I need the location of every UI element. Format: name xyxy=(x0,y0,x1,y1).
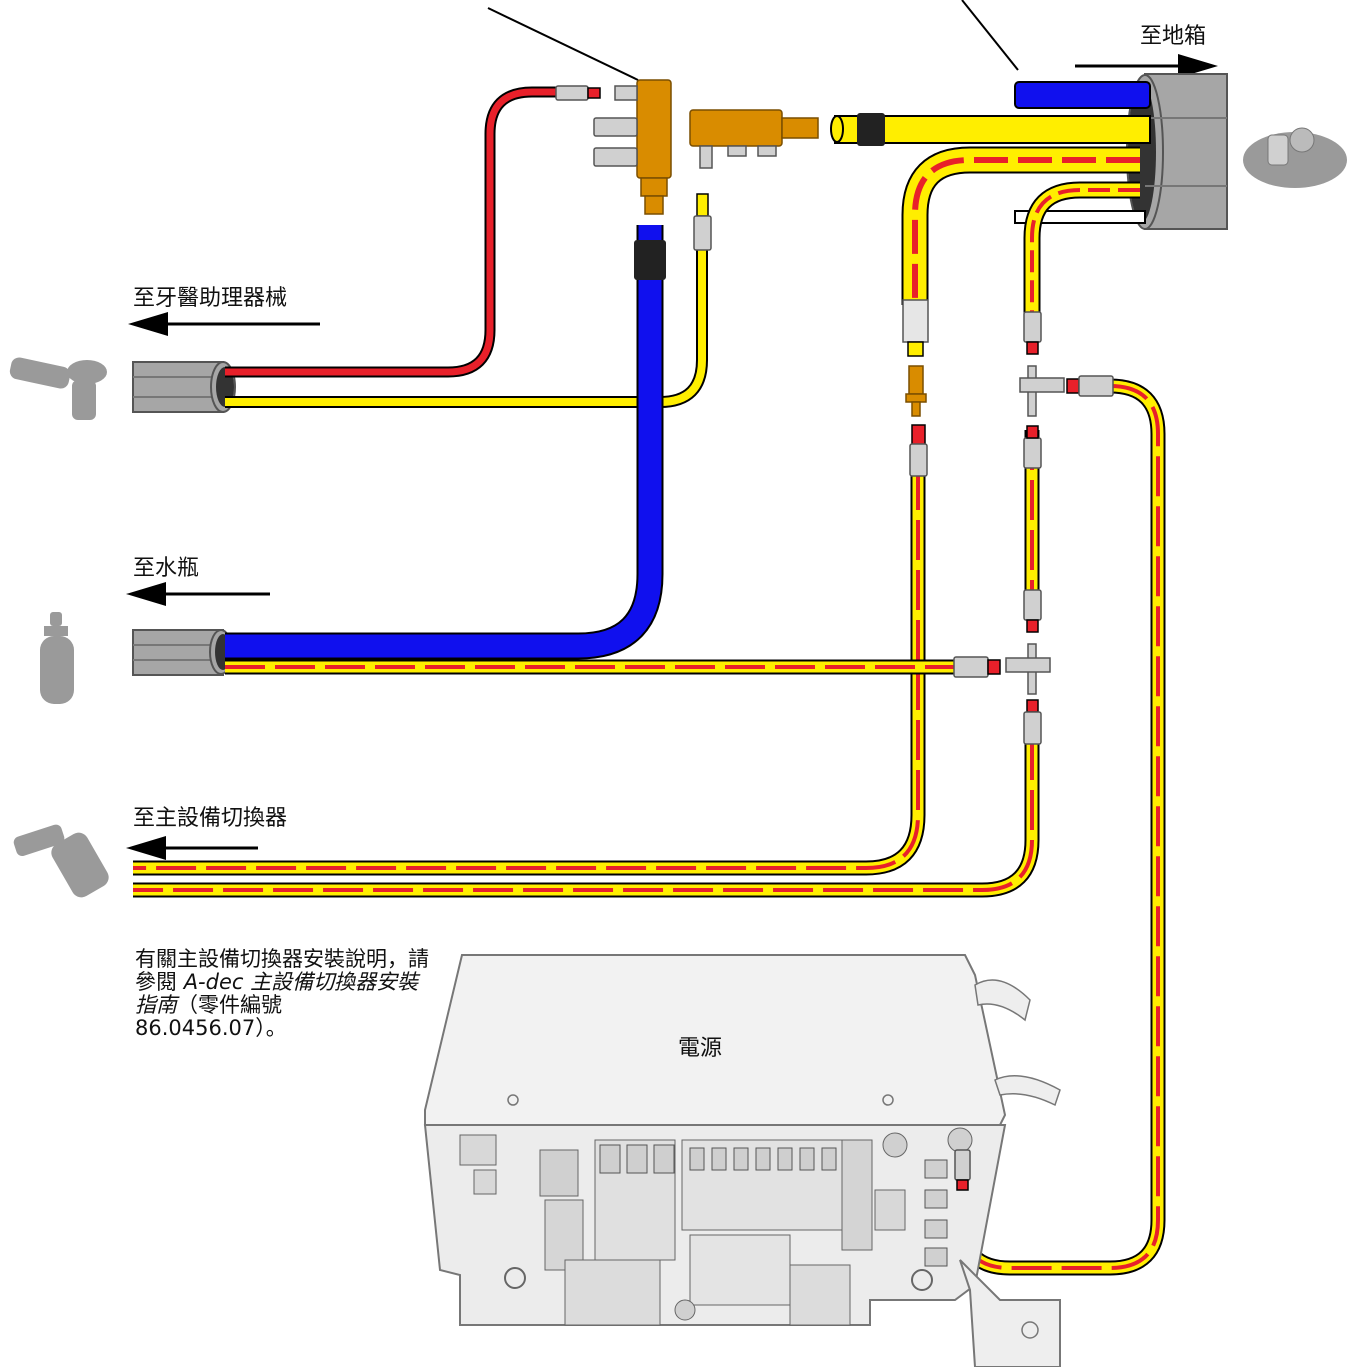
label-to-water-bottle: 至水瓶 xyxy=(133,556,200,581)
arrow-left-icon xyxy=(126,836,258,860)
tube-fitting xyxy=(1023,699,1042,745)
tube-fitting xyxy=(909,424,928,477)
master-toggle-icon xyxy=(13,824,109,898)
note-guide-title: A-dec 主設備切換器安裝指南 xyxy=(135,970,419,1017)
label-to-master-toggle: 至主設備切換器 xyxy=(133,806,288,831)
power-supply xyxy=(423,954,1061,1367)
yellow-tube-assistant xyxy=(225,250,708,408)
tee-fitting xyxy=(1005,643,1051,695)
arrow-right-icon xyxy=(1075,54,1218,78)
yellow-tube-floorbox xyxy=(834,115,1151,144)
tube-fitting xyxy=(1023,589,1042,633)
tube-fitting xyxy=(953,656,1001,678)
leader-line-manifold xyxy=(487,7,639,81)
arrow-left-icon xyxy=(128,312,320,336)
white-tube-floorbox xyxy=(1014,210,1146,224)
assistant-umbilical xyxy=(132,361,236,413)
tube-fitting xyxy=(1023,425,1042,469)
assistant-instrument-icon xyxy=(9,357,107,420)
red-tube xyxy=(225,86,560,378)
tube-nut xyxy=(634,240,666,280)
leader-line-blue-tube xyxy=(961,0,1019,71)
dashed-tube-inner xyxy=(1023,181,1140,315)
coupler-fitting xyxy=(902,299,929,343)
master-toggle-note: 有關主設備切換器安裝說明，請參閱 A-dec 主設備切換器安裝指南（零件編號 8… xyxy=(135,948,435,1040)
tube-fitting xyxy=(1023,311,1042,355)
note-part-number: （零件編號 86.0456.07）。 xyxy=(135,993,287,1040)
note-text: 有關主設備切換器安裝說明，請參閱 xyxy=(135,947,429,994)
tube-nut xyxy=(857,113,885,146)
blue-tube xyxy=(225,225,664,660)
blue-tube-floorbox xyxy=(1014,81,1151,109)
floor-box-icon xyxy=(1243,127,1347,188)
arrow-left-icon xyxy=(126,582,270,606)
water-bottle-umbilical xyxy=(132,629,233,676)
brass-barb-fitting xyxy=(905,365,927,417)
tube-fitting xyxy=(954,1149,971,1191)
brass-manifold xyxy=(689,109,819,169)
tube-fitting xyxy=(555,85,601,101)
label-to-floor-box: 至地箱 xyxy=(1140,24,1207,49)
label-to-assistant-instrument: 至牙醫助理器械 xyxy=(133,286,288,311)
dashed-tube-to-toggle-2 xyxy=(133,740,1040,898)
dashed-tube-outer xyxy=(901,146,1140,305)
tube-fitting xyxy=(1066,375,1114,397)
tube-fitting xyxy=(693,193,712,251)
label-power-supply: 電源 xyxy=(678,1036,723,1061)
dashed-tube-to-toggle-1 xyxy=(133,470,926,876)
brass-manifold xyxy=(593,79,672,215)
water-bottle-icon xyxy=(40,612,74,704)
tee-fitting xyxy=(1019,365,1065,417)
